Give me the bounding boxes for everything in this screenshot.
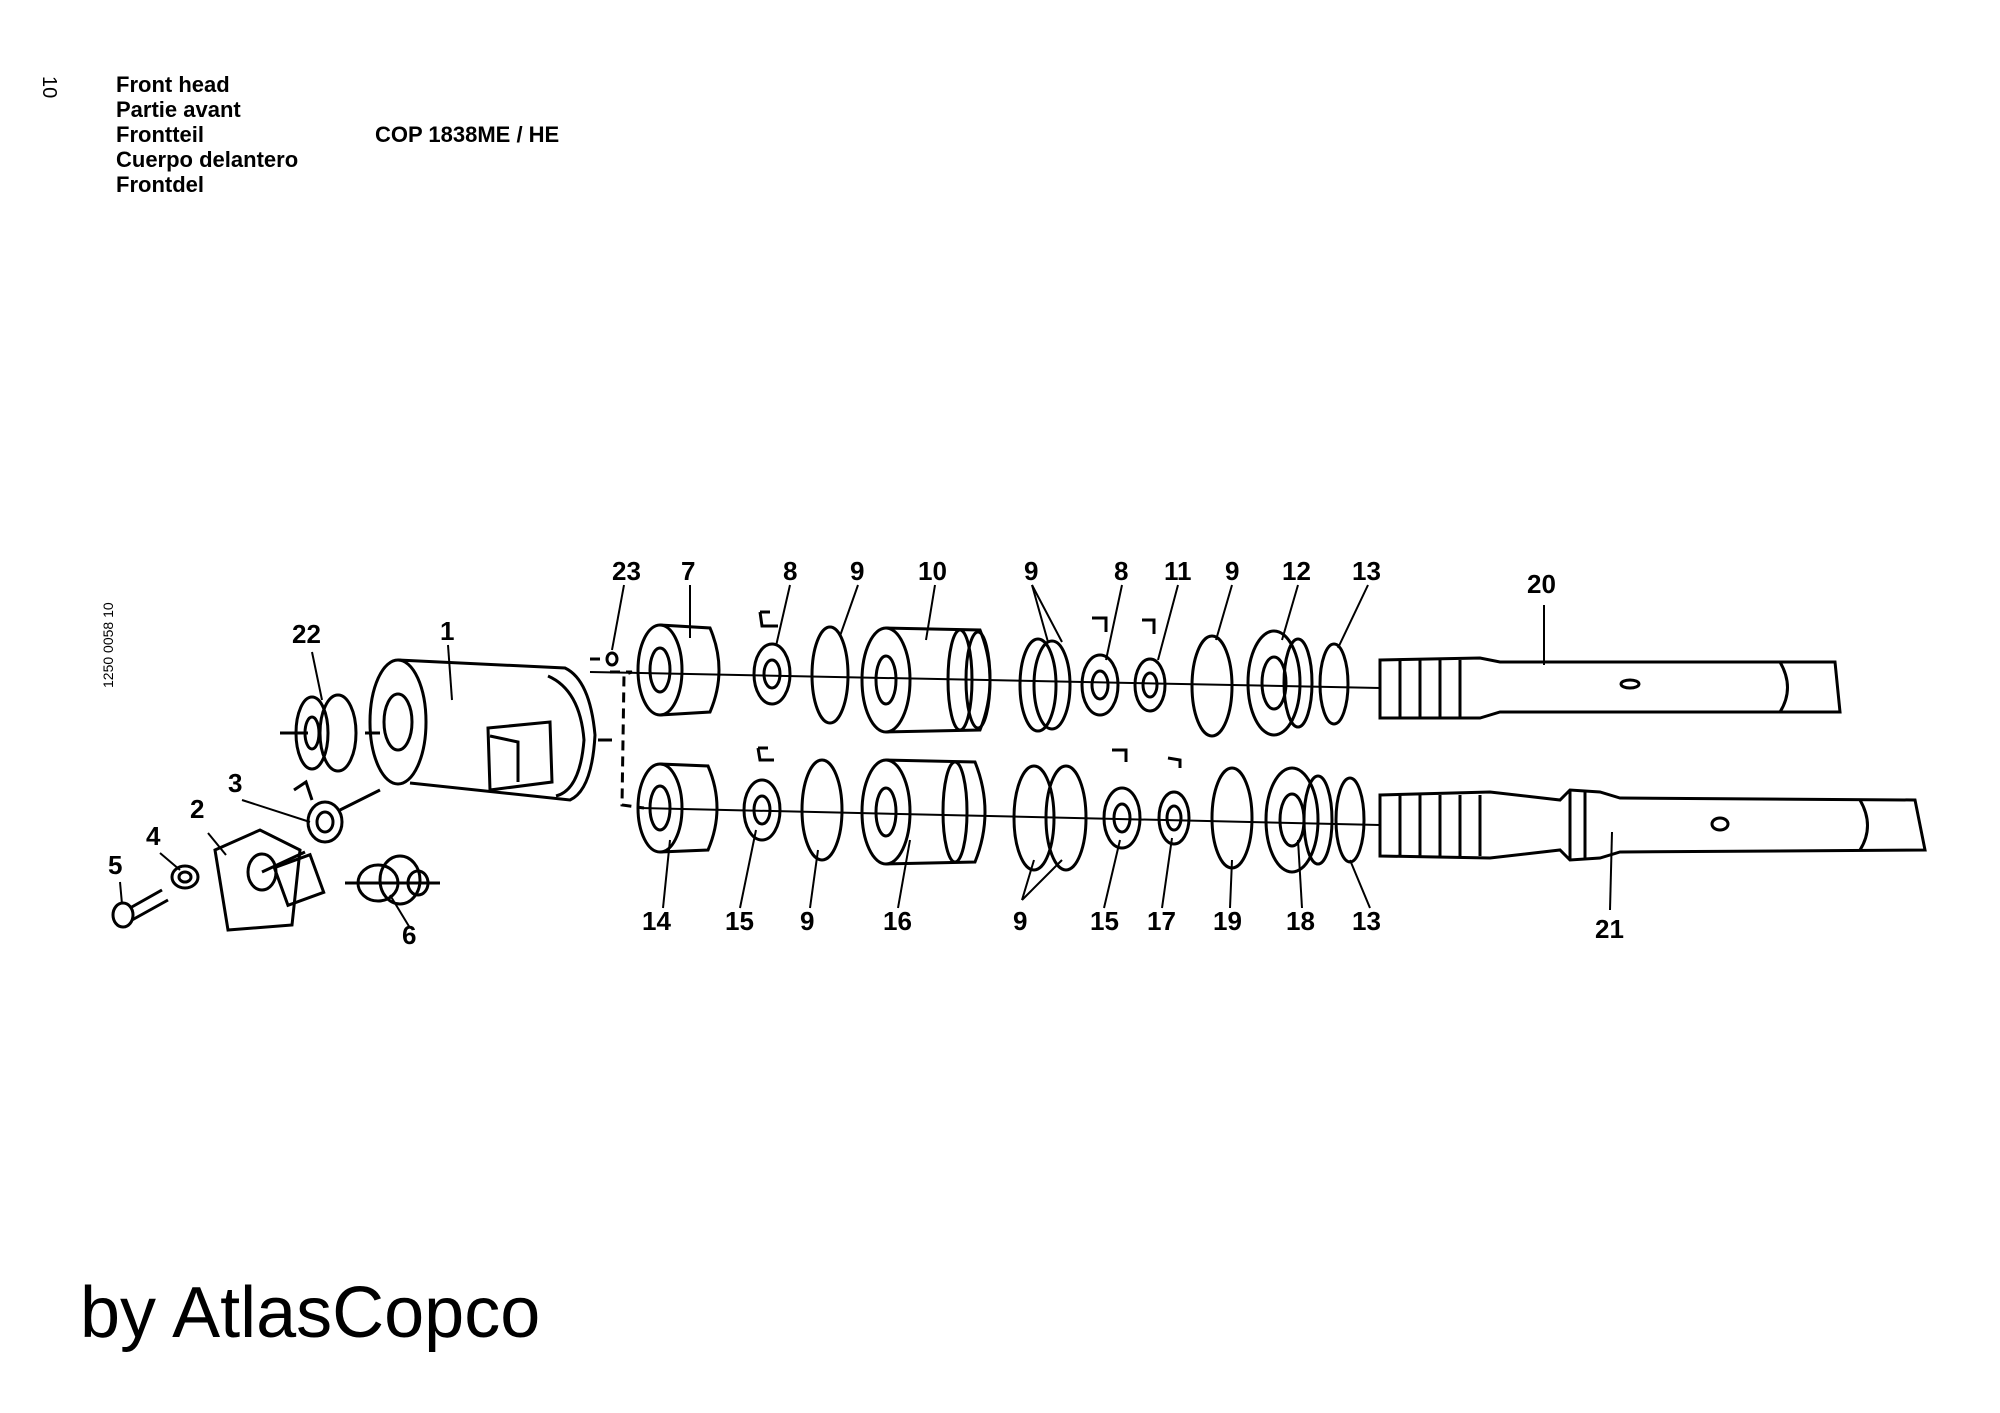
part-13-ring-lower <box>1334 776 1366 864</box>
model-name: COP 1838ME / HE <box>375 122 560 147</box>
title-swedish: Frontdel <box>116 172 204 197</box>
part-21-shank <box>1378 788 1927 862</box>
title-french: Partie avant <box>116 97 241 122</box>
part-12-bushing <box>1246 629 1314 737</box>
label-part-8-upper: 8 <box>783 556 797 586</box>
label-part-15-lower-a: 15 <box>725 906 754 936</box>
label-part-14: 14 <box>642 906 671 936</box>
part-15-ring-lower-a <box>742 746 782 842</box>
part-9-ring-lower-a <box>800 758 844 862</box>
part-9-ring-upper-a <box>810 625 850 725</box>
part-20-shank <box>1378 656 1842 720</box>
label-part-9-lower-b: 9 <box>1013 906 1027 936</box>
label-part-9-lower-a: 9 <box>800 906 814 936</box>
part-2-cover <box>213 828 326 932</box>
label-part-13-lower: 13 <box>1352 906 1381 936</box>
label-part-9-upper-c: 9 <box>1225 556 1239 586</box>
title-block: Front head Partie avant Frontteil Cuerpo… <box>116 72 298 197</box>
label-part-17: 17 <box>1147 906 1176 936</box>
part-15-ring-lower-b <box>1102 748 1142 850</box>
label-part-20: 20 <box>1527 569 1556 599</box>
part-1-housing <box>365 658 597 802</box>
label-part-2: 2 <box>190 794 204 824</box>
label-part-19: 19 <box>1213 906 1242 936</box>
part-11-ring <box>1133 618 1167 713</box>
label-part-9-upper: 9 <box>850 556 864 586</box>
label-part-7: 7 <box>681 556 695 586</box>
label-part-13-upper: 13 <box>1352 556 1381 586</box>
part-16-sleeve <box>860 758 987 866</box>
title-german: Frontteil <box>116 122 204 147</box>
part-13-ring-upper <box>1318 642 1350 726</box>
part-9-rings-upper-b <box>1018 637 1072 733</box>
label-part-23: 23 <box>612 556 641 586</box>
part-3-washer <box>293 779 381 844</box>
label-part-4: 4 <box>146 821 161 851</box>
label-part-10: 10 <box>918 556 947 586</box>
label-part-22: 22 <box>292 619 321 649</box>
label-part-3: 3 <box>228 768 242 798</box>
label-part-21: 21 <box>1595 914 1624 944</box>
part-8-ring-upper <box>752 610 792 706</box>
label-part-12: 12 <box>1282 556 1311 586</box>
label-part-6: 6 <box>402 920 416 950</box>
part-8-ring-upper-b <box>1080 616 1120 717</box>
part-19-ring <box>1210 766 1254 870</box>
part-7-bushing <box>636 623 721 717</box>
part-6-fitting <box>345 854 440 906</box>
title-english: Front head <box>116 72 230 97</box>
part-18-bushing <box>1264 766 1334 874</box>
label-part-15-lower-b: 15 <box>1090 906 1119 936</box>
part-5-bolt <box>111 888 169 929</box>
label-part-9-upper-b: 9 <box>1024 556 1038 586</box>
part-9-ring-upper-c <box>1190 634 1234 738</box>
title-spanish: Cuerpo delantero <box>116 147 299 172</box>
label-part-8-upper-b: 8 <box>1114 556 1128 586</box>
label-part-1: 1 <box>440 616 454 646</box>
label-part-18: 18 <box>1286 906 1315 936</box>
leader-lines <box>119 584 1613 929</box>
label-part-16: 16 <box>883 906 912 936</box>
label-part-5: 5 <box>108 850 122 880</box>
brand-footer: by AtlasCopco <box>80 1273 541 1353</box>
part-17-ring <box>1157 756 1191 846</box>
part-4-washer <box>170 864 200 890</box>
label-part-11: 11 <box>1164 556 1192 586</box>
part-23-o-ring <box>590 651 645 810</box>
part-22-bushing <box>280 693 358 773</box>
